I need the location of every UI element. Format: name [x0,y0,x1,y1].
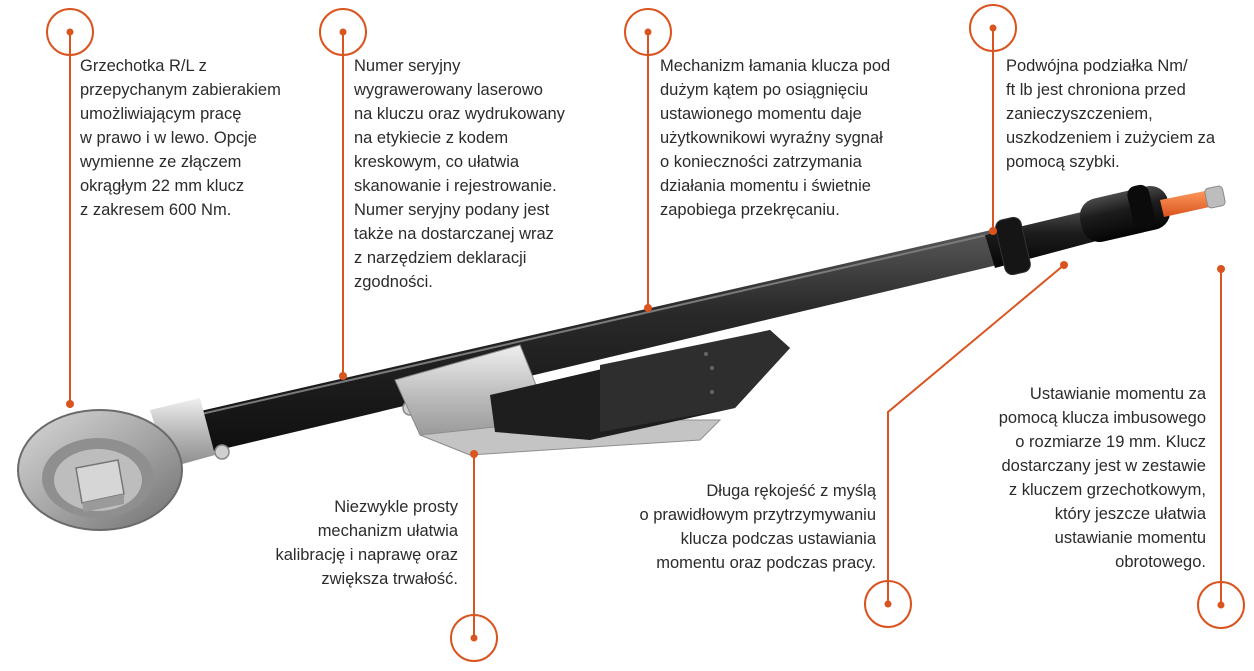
callout-line-text: z kluczem grzechotkowym, [1008,481,1206,499]
housing-dot-2 [710,366,714,370]
handle-grip [985,184,1171,276]
callout-dot-break-top [644,28,652,36]
callout-line-text: zgodności. [354,273,433,291]
callout-text-torque-setting: Ustawianie momentu za pomocą klucza imbu… [948,382,1206,574]
callout-line-text: kreskowym, co ułatwia [354,153,520,171]
callout-line-text: uszkodzeniem i zużyciem za [1006,129,1216,147]
callout-dot-handle-start [1060,261,1068,269]
adjustment-housing-face [600,330,790,432]
ratchet-head [17,409,183,531]
callout-line-text: z zakresem 600 Nm. [80,201,232,219]
callout-marker-serial [319,8,367,56]
callout-line-text: mechanizm ułatwia [317,522,458,540]
callout-marker-scale [969,4,1017,52]
callout-line-text: wymienne ze złączem [80,153,242,171]
callout-dot-break-end [644,304,652,312]
callout-line-text: przepychanym zabierakiem [80,81,281,99]
callout-line-text: dużym kątem po osiągnięciu [660,81,869,99]
callout-dot-torque-bottom [1217,601,1225,609]
callout-line-text: użytkownikowi wyraźny sygnał [660,129,883,147]
shaft-pin-1 [214,444,230,460]
callout-dot-ratchet-top [66,28,74,36]
callout-line-text: zwiększa trwałość. [321,570,458,588]
callout-line-text: ft lb jest chroniona przed [1006,81,1186,99]
callout-line-text: obrotowego. [1115,553,1206,571]
callout-line-text: o konieczności zatrzymania [660,153,862,171]
callout-text-simple-mechanism: Niezwykle prosty mechanizm ułatwia kalib… [248,495,458,591]
callout-line-text: wygrawerowany laserowo [354,81,543,99]
callout-text-break-mechanism: Mechanizm łamania klucza pod dużym kątem… [660,54,890,222]
callout-marker-ratchet [46,8,94,56]
callout-line-text: z narzędziem deklaracji [354,249,527,267]
callout-text-ratchet: Grzechotka R/L z przepychanym zabierakie… [80,54,281,222]
callout-line-text: który jeszcze ułatwia [1054,505,1206,523]
callout-line-text: Mechanizm łamania klucza pod [660,57,891,75]
callout-line-text: Podwójna podziałka Nm/ [1006,57,1188,75]
callout-line-text: o rozmiarze 19 mm. Klucz [1015,433,1206,451]
callout-text-serial-number: Numer seryjny wygrawerowany laserowo na … [354,54,565,294]
callout-dot-scale-end [989,227,997,235]
callout-line-handle [887,264,1065,604]
wrench-shaft [170,228,1010,458]
callout-line-text: momentu oraz podczas pracy. [656,554,876,572]
callout-text-dual-scale: Podwójna podziałka Nm/ ft lb jest chroni… [1006,54,1215,174]
callout-marker-handle [864,580,912,628]
callout-line-text: skanowanie i rejestrowanie. [354,177,557,195]
callout-line-text: Ustawianie momentu za [1029,385,1206,403]
callout-line-text: ustawianie momentu [1054,529,1206,547]
callout-dot-simple-bottom [470,634,478,642]
housing-dot-3 [710,390,714,394]
callout-line-text: działania momentu i świetnie [660,177,871,195]
callout-line-text: umożliwiającym pracę [80,105,242,123]
callout-marker-torque [1197,581,1245,629]
callout-line-text: na etykiecie z kodem [354,129,509,147]
callout-line-text: Niezwykle prosty [334,498,458,516]
callout-line-text: Grzechotka R/L z [80,57,207,75]
callout-line-text: zapobiega przekręcaniu. [660,201,840,219]
callout-marker-simple [450,614,498,662]
callout-line-text: kalibrację i naprawę oraz [275,546,458,564]
callout-dot-serial-top [339,28,347,36]
callout-line-text: pomocą szybki. [1006,153,1120,171]
callout-line-text: ustawionego momentu daje [660,105,862,123]
callout-line-text: okrągłym 22 mm klucz [80,177,245,195]
callout-line-text: w prawo i w lewo. Opcje [80,129,257,147]
callout-line-text: dostarczany jest w zestawie [1001,457,1206,475]
callout-dot-torque-start [1217,265,1225,273]
callout-marker-break [624,8,672,56]
square-drive-icon [75,459,125,512]
shaft-highlight [174,231,1001,421]
callout-line-text: Numer seryjny [354,57,461,75]
callout-line-text: także na dostarczanej wraz [354,225,554,243]
callout-dot-handle-bottom [884,600,892,608]
handle-end-tip [1160,185,1226,217]
housing-dot-1 [704,352,708,356]
callout-line-text: klucza podczas ustawiania [680,530,876,548]
callout-dot-ratchet-end [66,400,74,408]
callout-line-text: o prawidłowym przytrzymywaniu [639,506,876,524]
callout-line-text: Numer seryjny podany jest [354,201,550,219]
callout-text-long-handle: Długa rękojeść z myślą o prawidłowym prz… [598,479,876,575]
callout-dot-scale-top [989,24,997,32]
callout-line-text: zanieczyszczeniem, [1006,105,1153,123]
callout-line-text: pomocą klucza imbusowego [998,409,1206,427]
callout-line-text: na kluczu oraz wydrukowany [354,105,565,123]
callout-dot-simple-start [470,450,478,458]
callout-line-text: Długa rękojeść z myślą [706,482,876,500]
callout-dot-serial-end [339,372,347,380]
